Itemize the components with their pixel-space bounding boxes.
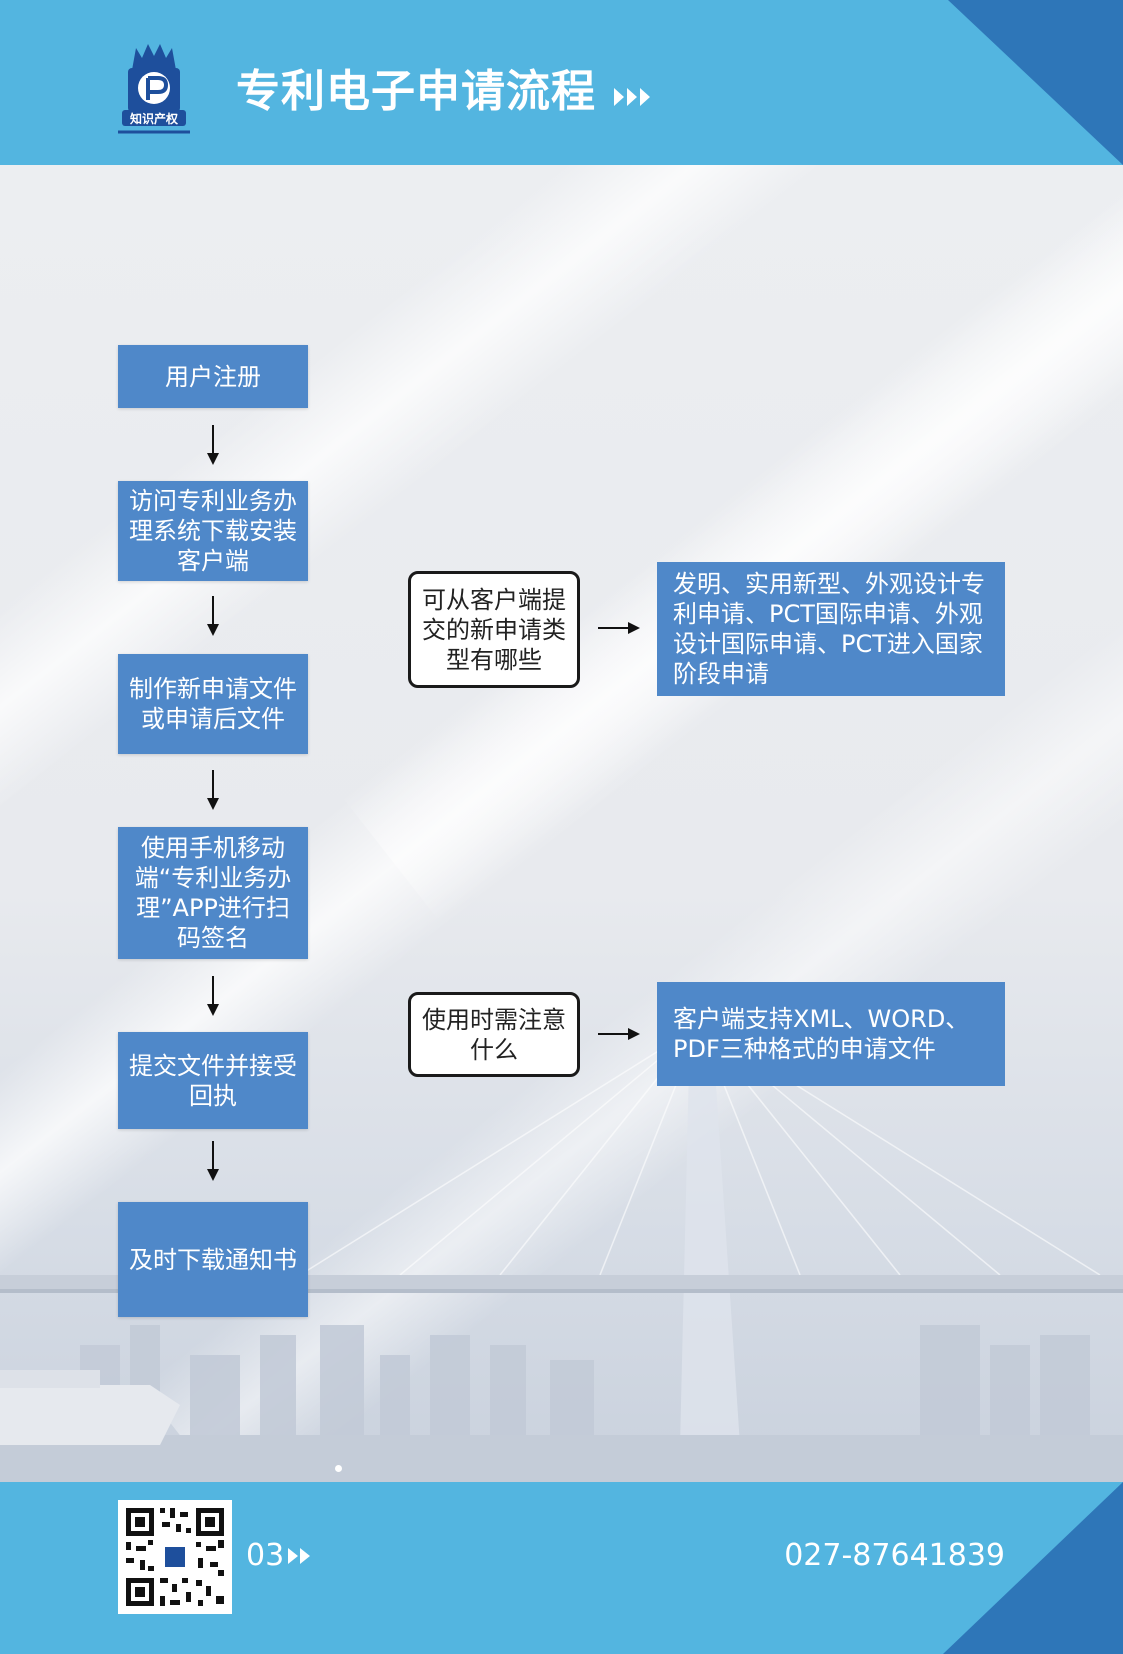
down-arrow-icon: [207, 596, 219, 636]
right-arrow-icon: [598, 1028, 640, 1040]
org-logo-icon: 知识产权: [118, 44, 190, 134]
logo-text: 知识产权: [129, 111, 179, 126]
step-label: 及时下载通知书: [129, 1245, 297, 1274]
header-banner: 知识产权 专利电子申请流程: [0, 0, 1123, 165]
step-user-register: 用户注册: [118, 345, 308, 408]
page-title: 专利电子申请流程: [236, 66, 596, 117]
question-usage-notes: 使用时需注意什么: [408, 992, 580, 1077]
question-text: 可从客户端提交的新申请类型有哪些: [422, 585, 566, 674]
question-application-types: 可从客户端提交的新申请类型有哪些: [408, 571, 580, 688]
answer-usage-notes: 客户端支持XML、WORD、PDF三种格式的申请文件: [657, 982, 1005, 1086]
step-label: 访问专利业务办理系统下载安装客户端: [129, 487, 297, 575]
page-number: 03: [246, 1538, 285, 1573]
step-app-scan-sign: 使用手机移动端“专利业务办理”APP进行扫码签名: [118, 827, 308, 959]
step-download-client: 访问专利业务办理系统下载安装客户端: [118, 481, 308, 581]
step-create-documents: 制作新申请文件或申请后文件: [118, 654, 308, 754]
answer-text: 客户端支持XML、WORD、PDF三种格式的申请文件: [673, 1005, 970, 1063]
step-download-notice: 及时下载通知书: [118, 1202, 308, 1317]
header-corner-decoration: [948, 0, 1123, 165]
step-label: 提交文件并接受回执: [129, 1051, 297, 1110]
footer-corner-decoration: [943, 1482, 1123, 1654]
triple-chevron-icon: [614, 88, 650, 106]
footer-banner: 03 027-87641839: [0, 1482, 1123, 1654]
down-arrow-icon: [207, 976, 219, 1016]
down-arrow-icon: [207, 425, 219, 465]
step-submit-receipt: 提交文件并接受回执: [118, 1032, 308, 1129]
answer-text: 发明、实用新型、外观设计专利申请、PCT国际申请、外观设计国际申请、PCT进入国…: [673, 570, 985, 688]
question-text: 使用时需注意什么: [422, 1005, 566, 1064]
down-arrow-icon: [207, 770, 219, 810]
contact-phone: 027-87641839: [784, 1538, 1005, 1573]
right-arrow-icon: [598, 622, 640, 634]
decorative-dot: [335, 1465, 342, 1472]
bridge-cityscape-illustration: [0, 1025, 1123, 1482]
step-label: 使用手机移动端“专利业务办理”APP进行扫码签名: [134, 834, 292, 952]
step-label: 制作新申请文件或申请后文件: [129, 675, 297, 733]
down-arrow-icon: [207, 1141, 219, 1181]
step-label: 用户注册: [165, 362, 261, 391]
double-chevron-icon: [288, 1548, 310, 1564]
qr-code-icon[interactable]: [118, 1500, 232, 1614]
answer-application-types: 发明、实用新型、外观设计专利申请、PCT国际申请、外观设计国际申请、PCT进入国…: [657, 562, 1005, 696]
